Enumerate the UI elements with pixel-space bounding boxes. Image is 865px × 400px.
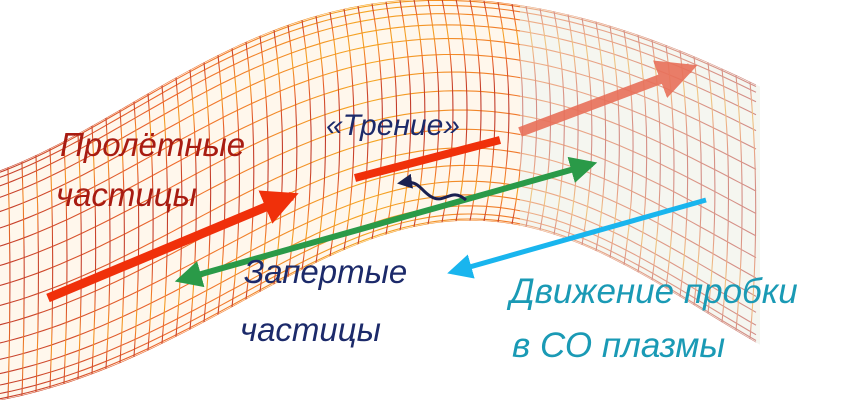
mesh-longitudinal-line (0, 38, 757, 219)
mesh-ring-line (595, 21, 607, 252)
mesh-ring-line (21, 161, 25, 396)
mesh-ring-line (49, 148, 54, 389)
trapped-particles-label-line2: частицы (240, 311, 381, 348)
mesh-ring-line (7, 167, 11, 399)
mesh-ring-line (77, 133, 82, 380)
mesh-longitudinal-line (0, 24, 757, 205)
mesh-longitudinal-line (0, 4, 757, 185)
mesh-ring-line (735, 74, 743, 331)
mesh-ring-line (63, 141, 68, 385)
friction-label: «Трение» (326, 109, 460, 142)
mesh-ring-line (721, 68, 730, 323)
trapped-particles-label-line1: Запертые (244, 253, 408, 290)
mirror-motion-arrow (447, 197, 707, 279)
mesh-ring-line (707, 62, 716, 314)
mesh-ring-line (119, 109, 125, 364)
mesh-ring-line (749, 81, 757, 340)
mesh-ring-line (637, 34, 648, 273)
mesh-ring-line (105, 117, 111, 369)
mirror-motion-label-line2: в СО плазмы (512, 326, 726, 365)
trapped-particles-double-arrow (174, 156, 598, 288)
mesh-longitudinal-line (0, 0, 757, 180)
mesh-ring-line (623, 30, 634, 265)
passing-particles-arrow-right (518, 60, 698, 137)
friction-arrow (397, 173, 467, 202)
passing-particles-label-line2: частицы (56, 176, 197, 213)
mirror-motion-label-line1: Движение пробки (510, 272, 798, 311)
mesh-ring-line (91, 125, 97, 375)
passing-particles-label-line1: Пролётные (60, 126, 246, 163)
mesh-ring-line (133, 101, 140, 357)
mesh-ring-line (161, 85, 169, 344)
mesh-ring-line (35, 155, 39, 393)
mesh-ring-line (147, 93, 154, 351)
